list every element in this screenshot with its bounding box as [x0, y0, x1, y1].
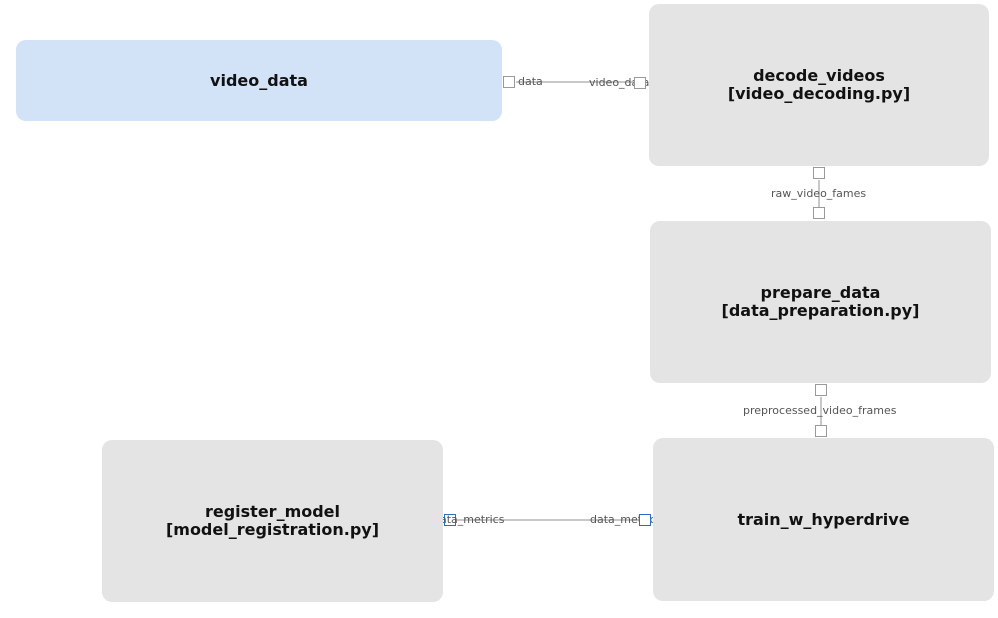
port-decode-input[interactable] [634, 77, 646, 89]
node-script: [video_decoding.py] [727, 84, 911, 103]
port-prepare-input[interactable] [813, 207, 825, 219]
node-title: register_model [204, 502, 341, 521]
port-label-train-output: data_metrics [590, 514, 653, 526]
node-prepare-data[interactable]: prepare_data [data_preparation.py] [650, 221, 991, 383]
port-label-register-input-text: data_metrics [443, 514, 505, 526]
port-video-data-output[interactable] [503, 76, 515, 88]
node-train-w-hyperdrive[interactable]: train_w_hyperdrive [653, 438, 994, 601]
node-decode-videos[interactable]: decode_videos [video_decoding.py] [649, 4, 989, 166]
node-script: [data_preparation.py] [721, 301, 920, 320]
port-label-decode-output: raw_video_fames [771, 187, 867, 200]
port-label-decode-input: video_data [589, 77, 649, 89]
node-script: [model_registration.py] [165, 520, 380, 539]
node-title: video_data [210, 70, 308, 90]
node-title: train_w_hyperdrive [737, 509, 910, 529]
port-label-prepare-output: preprocessed_video_frames [743, 404, 897, 417]
port-prepare-output[interactable] [815, 384, 827, 396]
port-label-video-data-output: data [518, 75, 543, 88]
port-train-input[interactable] [815, 425, 827, 437]
node-register-model[interactable]: register_model [model_registration.py] [102, 440, 443, 602]
port-register-input[interactable] [444, 514, 456, 526]
node-video-data[interactable]: video_data [16, 40, 502, 121]
node-title: prepare_data [760, 283, 881, 302]
node-title: decode_videos [753, 66, 885, 85]
port-train-output[interactable] [639, 514, 651, 526]
port-decode-output[interactable] [813, 167, 825, 179]
port-label-register-input: data_metrics [443, 514, 513, 526]
